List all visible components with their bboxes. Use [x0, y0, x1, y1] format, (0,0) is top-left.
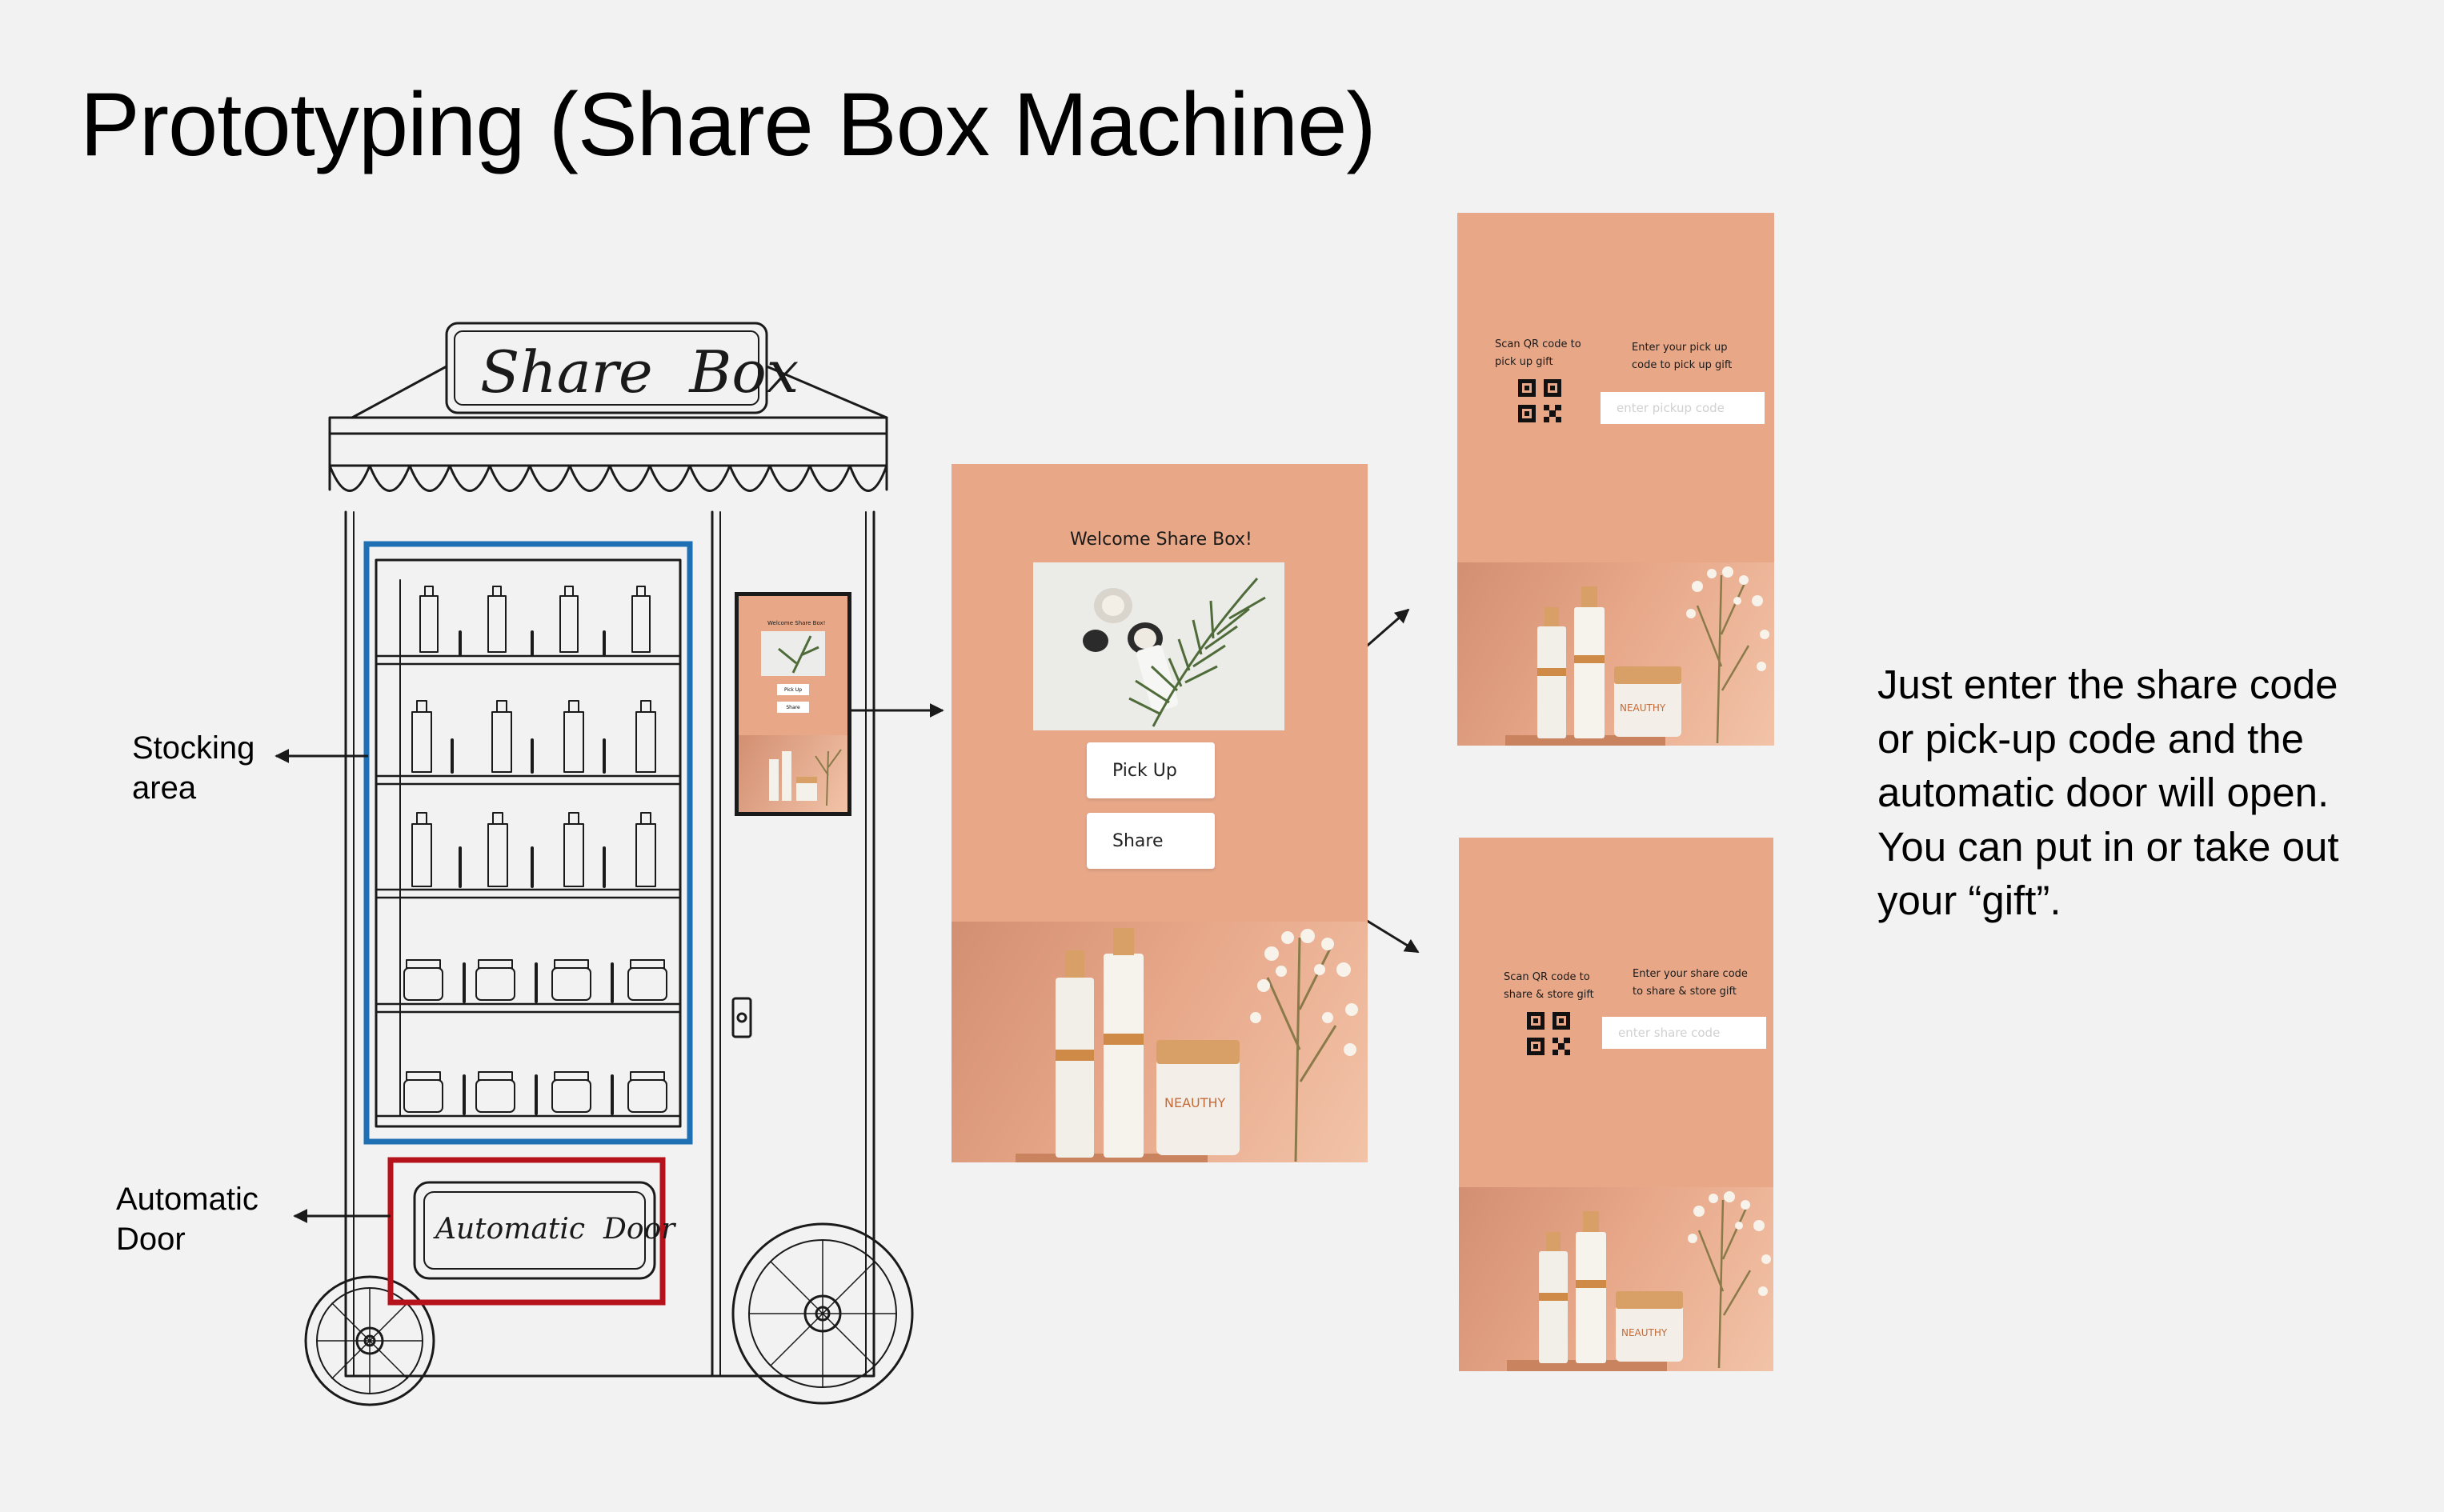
pickup-qr-label: Scan QR code to pick up gift	[1495, 336, 1581, 371]
mini-photo	[739, 735, 847, 812]
pickup-qr-code-icon[interactable]	[1518, 379, 1561, 422]
machine-body	[344, 510, 875, 1378]
page-title: Prototyping (Share Box Machine)	[80, 74, 1376, 174]
back-wheel	[731, 1222, 914, 1405]
welcome-hero-image	[1033, 562, 1284, 730]
label-line: code to pick up gift	[1632, 359, 1733, 371]
mini-pickup-button[interactable]: Pick Up	[777, 684, 809, 695]
door-panel	[413, 1181, 656, 1280]
pickup-code-screen: Scan QR code to pick up gift Enter your …	[1457, 213, 1774, 746]
welcome-product-photo: NEAUTHY	[952, 922, 1368, 1162]
pickup-product-photo: NEAUTHY	[1457, 562, 1774, 746]
sign-text: Share Box	[480, 338, 799, 406]
share-code-label: Enter your share code to share & store g…	[1633, 966, 1748, 1001]
mini-hero	[761, 631, 825, 676]
share-product-photo: NEAUTHY	[1459, 1187, 1773, 1371]
label-line: pick up gift	[1495, 356, 1553, 368]
label-line: Scan QR code to	[1495, 338, 1581, 350]
description-line: your “gift”.	[1877, 878, 2061, 923]
share-button[interactable]: Share	[1087, 813, 1215, 869]
awning	[328, 464, 888, 492]
label-line: Scan QR code to	[1504, 971, 1590, 983]
mini-share-button[interactable]: Share	[777, 702, 809, 713]
machine-screen[interactable]: Welcome Share Box! Pick Up Share	[735, 592, 851, 816]
share-code-input[interactable]: enter share code	[1602, 1017, 1766, 1049]
description-line: You can put in or take out	[1877, 823, 2339, 870]
label-line: to share & store gift	[1633, 986, 1737, 998]
lock-icon	[731, 997, 752, 1038]
share-qr-label: Scan QR code to share & store gift	[1504, 969, 1594, 1004]
stocking-area-callout: Stocking area	[132, 728, 254, 808]
stocking-area-highlight	[363, 541, 693, 1145]
label-line: Enter your share code	[1633, 968, 1748, 980]
front-wheel	[304, 1275, 435, 1406]
callout-line: Door	[116, 1222, 186, 1257]
pickup-code-label: Enter your pick up code to pick up gift	[1632, 339, 1732, 374]
automatic-door-callout: Automatic Door	[116, 1179, 258, 1259]
welcome-heading: Welcome Share Box!	[1070, 530, 1252, 550]
label-line: share & store gift	[1504, 989, 1594, 1001]
share-qr-code-icon[interactable]	[1527, 1012, 1570, 1055]
product-brand-label: NEAUTHY	[1620, 702, 1666, 714]
mini-heading: Welcome Share Box!	[767, 620, 826, 626]
door-sign-text: Automatic Door	[433, 1213, 676, 1246]
product-brand-label: NEAUTHY	[1621, 1327, 1668, 1338]
callout-line: Stocking	[132, 730, 255, 766]
description-line: Just enter the share code	[1877, 662, 2338, 707]
description-line: automatic door will open.	[1877, 770, 2330, 815]
callout-line: Automatic	[116, 1182, 258, 1217]
pickup-code-input[interactable]: enter pickup code	[1601, 392, 1765, 424]
product-brand-label: NEAUTHY	[1164, 1095, 1226, 1110]
description-text: Just enter the share code or pick-up cod…	[1877, 658, 2339, 928]
roof-sign	[445, 322, 768, 414]
automatic-door-highlight	[387, 1157, 666, 1306]
welcome-screen: Welcome Share Box! Pick Up Share	[952, 464, 1368, 1162]
share-code-screen: Scan QR code to share & store gift Enter…	[1459, 838, 1773, 1371]
pickup-button[interactable]: Pick Up	[1087, 742, 1215, 798]
callout-line: area	[132, 770, 197, 806]
description-line: or pick-up code and the	[1877, 715, 2305, 762]
label-line: Enter your pick up	[1632, 342, 1728, 354]
